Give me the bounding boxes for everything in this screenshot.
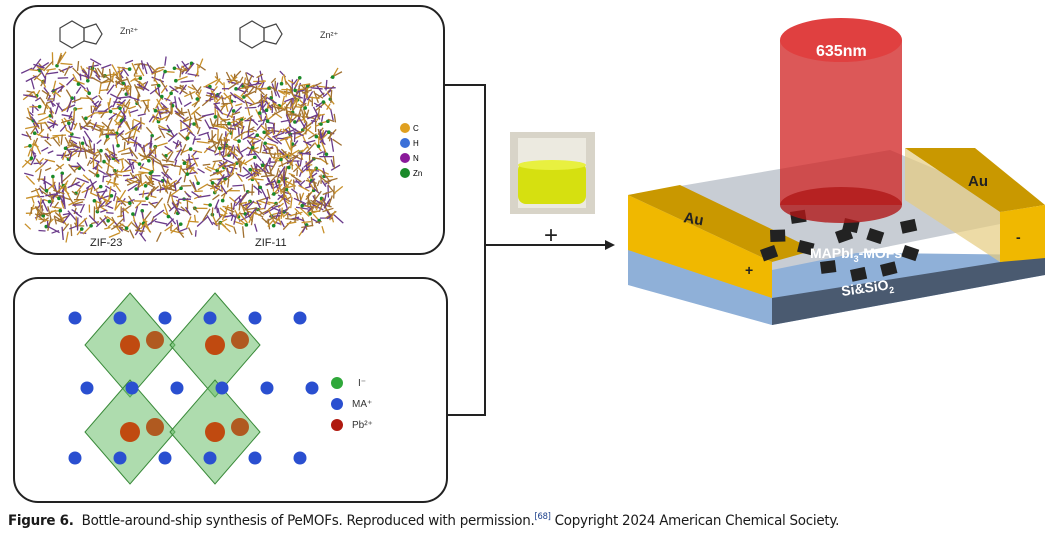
polarity-minus: - [1016, 229, 1021, 245]
svg-text:I⁻: I⁻ [358, 378, 366, 389]
zif-23-label: ZIF-23 [90, 237, 122, 249]
figure-caption: Figure 6. Bottle-around-ship synthesis o… [8, 512, 840, 529]
zif-11-structure [197, 67, 344, 238]
electrode-right-label: Au [968, 173, 988, 190]
zn-label-1: Zn²⁺ [120, 26, 139, 36]
figure-diagram: Zn²⁺ Zn²⁺ ZIF-23 ZIF-11 C H N Zn I⁻ MA⁺ … [13, 5, 1045, 503]
svg-text:Pb²⁺: Pb²⁺ [352, 420, 373, 431]
mof-legend: C H N Zn [400, 123, 422, 178]
plus-sign: + [544, 222, 558, 249]
zif-23-structure [20, 51, 210, 243]
vial-photo [510, 132, 595, 214]
polarity-plus: + [745, 262, 753, 278]
electrode-left [628, 185, 815, 262]
substrate-label: Si&SiO2 [840, 276, 895, 302]
perovskite-lattice [68, 292, 319, 485]
connector-lines [444, 84, 605, 416]
film-label: MAPbI3-MOFs [810, 245, 902, 264]
svg-text:N: N [413, 154, 419, 163]
svg-text:MA⁺: MA⁺ [352, 399, 372, 410]
imidazole-molecule-icon [59, 20, 283, 49]
laser-wavelength-label: 635nm [816, 43, 867, 60]
svg-text:H: H [413, 139, 419, 148]
electrode-right [905, 148, 1045, 212]
perovskite-legend: I⁻ MA⁺ Pb²⁺ [331, 377, 373, 431]
mof-panel [13, 5, 445, 255]
zif-11-label: ZIF-11 [255, 237, 287, 249]
photodetector-device [628, 18, 1045, 325]
arrow-head [605, 240, 615, 250]
zn-label-2: Zn²⁺ [320, 30, 339, 40]
svg-text:C: C [413, 124, 419, 133]
svg-text:Zn: Zn [413, 169, 422, 178]
electrode-left-label: Au [682, 209, 705, 229]
